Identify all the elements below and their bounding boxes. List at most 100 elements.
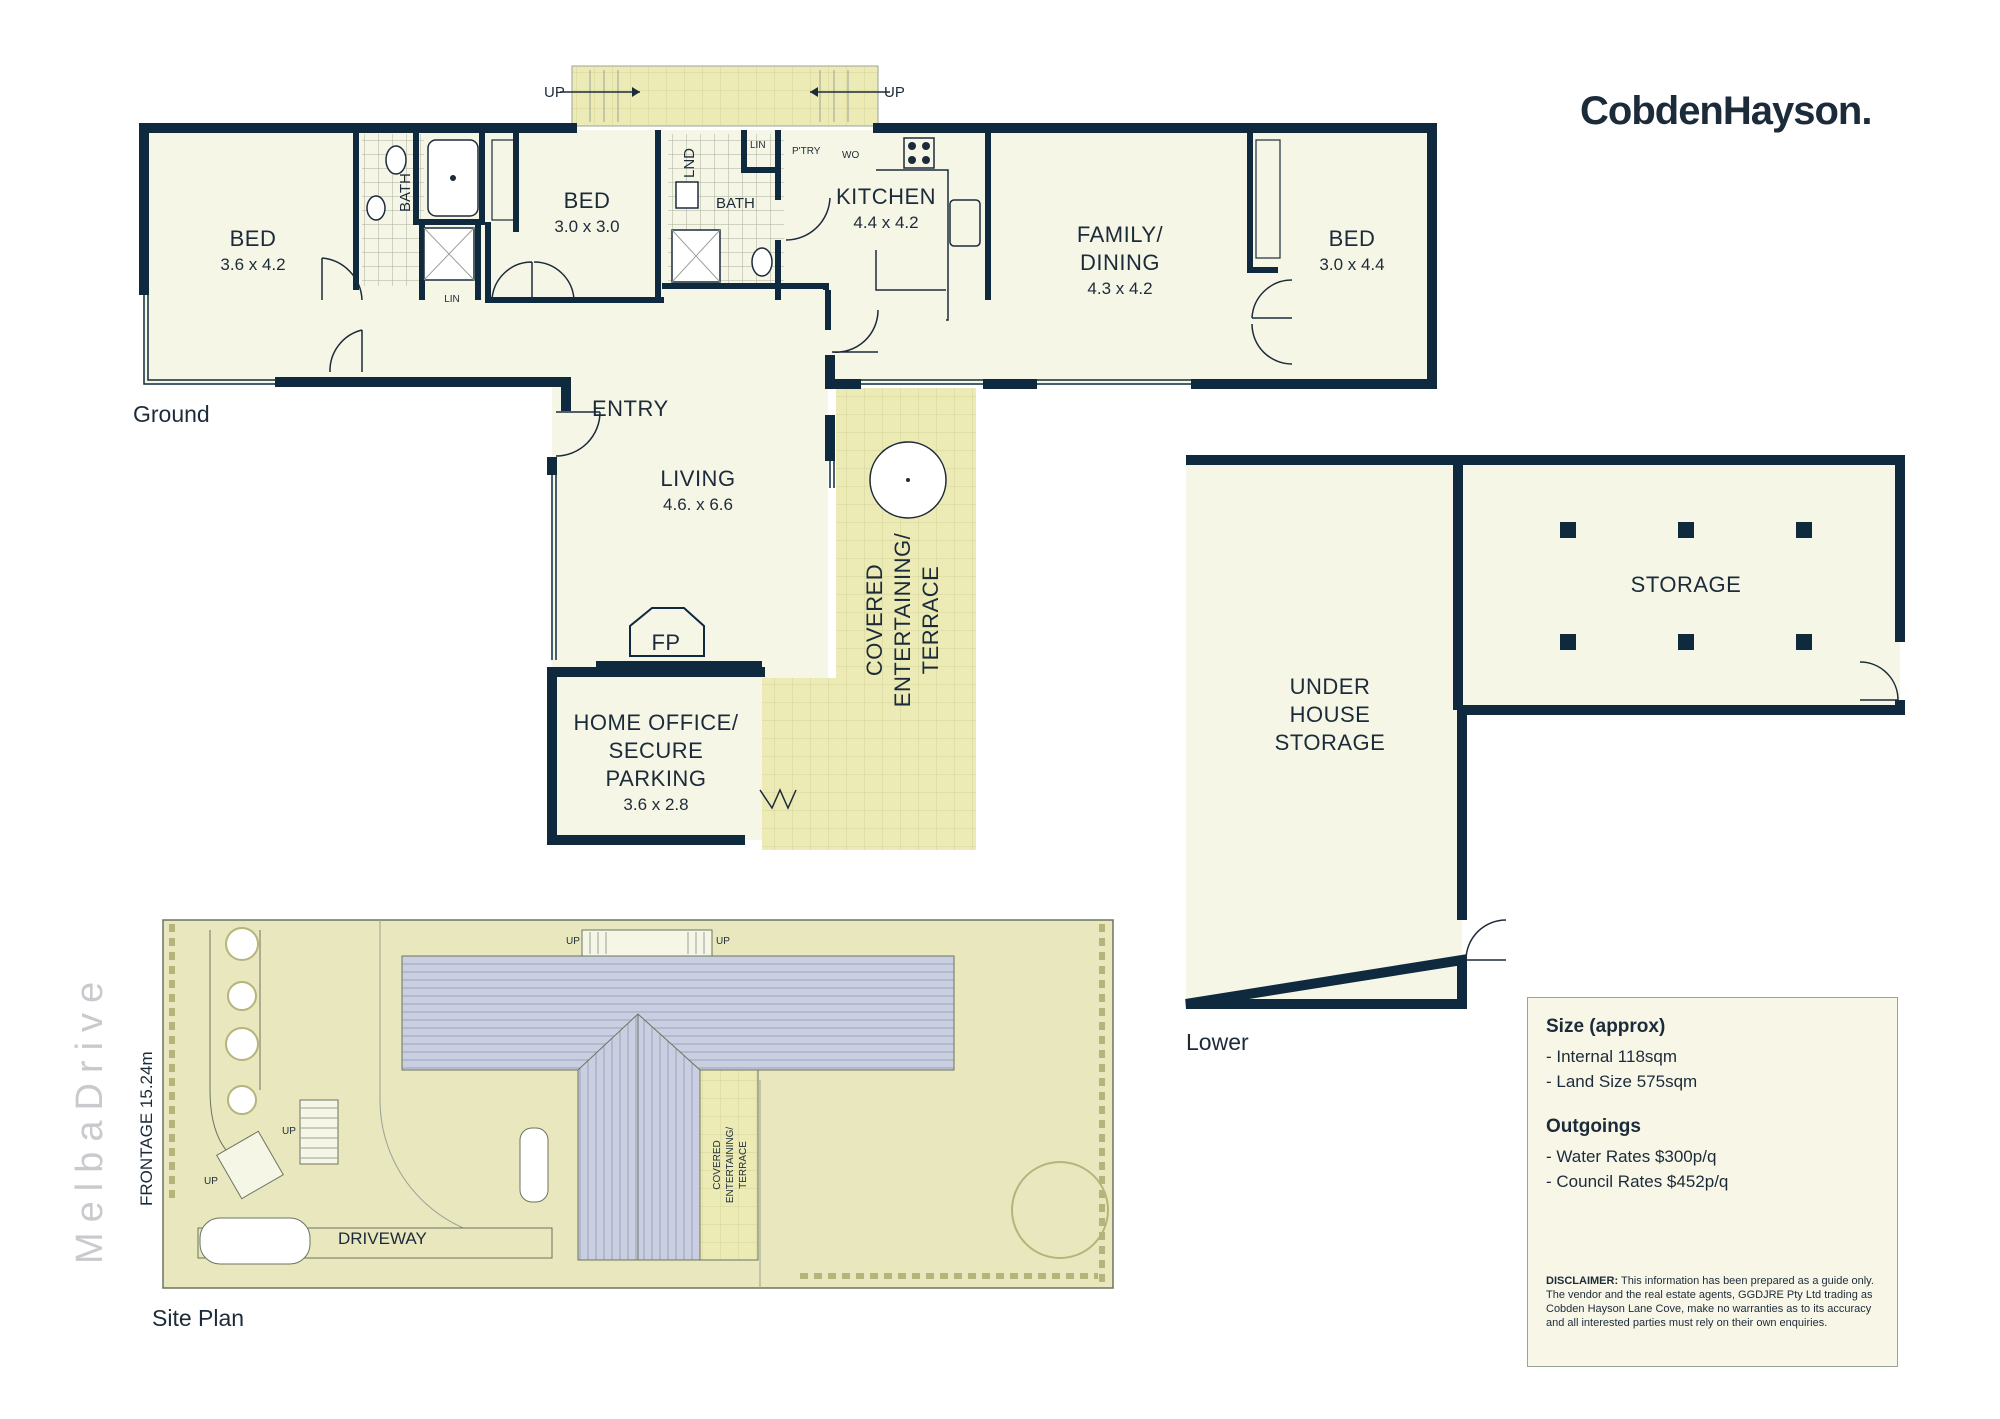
under-storage-label-2: HOUSE <box>1290 702 1371 727</box>
bed2-label: BED <box>564 188 611 213</box>
lin2-label: LIN <box>750 140 766 151</box>
trees <box>225 927 1109 1259</box>
office-dim: 3.6 x 2.8 <box>623 795 688 814</box>
door-bed1 <box>321 257 363 301</box>
wo-label: WO <box>842 150 859 161</box>
site-up-3: UP <box>282 1126 296 1137</box>
site-terrace-label-3: TERRACE <box>738 1141 749 1189</box>
family-label-2: DINING <box>1080 250 1160 275</box>
door-entry <box>555 411 601 457</box>
size-item: - Land Size 575sqm <box>1546 1072 1698 1091</box>
outgoings-heading: Outgoings <box>1546 1116 1641 1137</box>
site-stairs-2 <box>216 1130 284 1200</box>
site-caption: Site Plan <box>152 1305 244 1331</box>
door-bed1b <box>329 329 363 373</box>
office-label-1: HOME OFFICE/ <box>574 710 739 735</box>
site-up-2: UP <box>716 936 730 947</box>
bath2-label: BATH <box>716 195 755 212</box>
ground-caption: Ground <box>133 401 210 427</box>
door-lnd <box>785 197 831 241</box>
car-parked <box>519 1127 549 1203</box>
site-terrace-label-1: COVERED <box>712 1140 723 1189</box>
ground-floor-area <box>144 130 1432 840</box>
site-up-4: UP <box>204 1176 218 1187</box>
lnd-label: LND <box>681 148 698 178</box>
laundry-tub <box>675 181 699 209</box>
fireplace <box>629 607 705 657</box>
site-plan: UP UP UP UP COVERED ENTERTAINING/ TERRAC… <box>69 919 1114 1331</box>
office-door <box>759 788 797 810</box>
storage-posts <box>1560 522 1812 650</box>
family-dim: 4.3 x 4.2 <box>1087 279 1152 298</box>
property-info-box: Size (approx) - Internal 118sqm - Land S… <box>1527 997 1898 1367</box>
door-kitchen <box>831 309 879 353</box>
size-heading: Size (approx) <box>1546 1016 1666 1037</box>
driveway-label: DRIVEWAY <box>338 1229 427 1248</box>
door-bed2 <box>491 261 533 301</box>
bed2-dim: 3.0 x 3.0 <box>554 217 619 236</box>
disclaimer-label: DISCLAIMER: <box>1546 1275 1619 1287</box>
family-label-1: FAMILY/ <box>1077 222 1164 247</box>
living-label: LIVING <box>660 466 735 491</box>
under-storage-door <box>1465 919 1507 961</box>
lower-floor-area <box>1186 460 1900 1004</box>
disclaimer: DISCLAIMER: This information has been pr… <box>1546 1274 1876 1330</box>
under-storage-label-1: UNDER <box>1290 674 1371 699</box>
office-label-2: SECURE <box>609 738 704 763</box>
outgoing-item: - Water Rates $300p/q <box>1546 1147 1717 1166</box>
car-driveway <box>199 1217 311 1265</box>
site-stairs-1 <box>299 1099 339 1165</box>
ptry-label: P'TRY <box>792 146 821 157</box>
wardrobe-2 <box>1255 139 1281 259</box>
bed1-label: BED <box>230 226 277 251</box>
bath1-label: BATH <box>397 173 414 212</box>
ground-floor-plan: UP UP <box>133 65 1437 850</box>
size-list: - Internal 118sqm - Land Size 575sqm <box>1546 1044 1879 1094</box>
site-front-stairs <box>581 929 713 957</box>
kitchen-label: KITCHEN <box>836 184 936 209</box>
stairs-up-label-left: UP <box>544 84 565 101</box>
site-up-1: UP <box>566 936 580 947</box>
site-terrace <box>699 1069 759 1261</box>
hedge <box>169 924 1105 1284</box>
kitchen-bench <box>875 169 949 321</box>
bed3-dim: 3.0 x 4.4 <box>1319 255 1384 274</box>
frontage-label: FRONTAGE 15.24m <box>137 1051 156 1206</box>
bed1-dim: 3.6 x 4.2 <box>220 255 285 274</box>
stairs-up-label-right: UP <box>884 84 905 101</box>
toilet-2 <box>751 247 773 277</box>
street-name: MelbaDrive <box>69 972 111 1264</box>
kitchen-sink <box>949 199 981 247</box>
disclaimer-text: This information has been prepared as a … <box>1546 1275 1874 1329</box>
storage-door <box>1859 661 1899 701</box>
front-stairs <box>571 65 879 127</box>
door-bed3b <box>1251 323 1293 365</box>
entry-label: ENTRY <box>592 396 669 421</box>
office-terrace-area <box>762 678 976 850</box>
office-label-3: PARKING <box>606 766 707 791</box>
basin-1 <box>366 195 386 221</box>
outgoings-list: - Water Rates $300p/q - Council Rates $4… <box>1546 1144 1879 1194</box>
terrace-label-3: TERRACE <box>918 566 943 675</box>
site-terrace-label-2: ENTERTAINING/ <box>725 1127 736 1204</box>
size-item: - Internal 118sqm <box>1546 1047 1678 1066</box>
terrace-label-1: COVERED <box>862 564 887 676</box>
kitchen-dim: 4.4 x 4.2 <box>853 213 918 232</box>
door-bed3 <box>1251 279 1293 319</box>
lower-caption: Lower <box>1186 1029 1249 1055</box>
outgoing-item: - Council Rates $452p/q <box>1546 1172 1729 1191</box>
living-dim: 4.6. x 6.6 <box>663 495 733 514</box>
fp-label: FP <box>651 630 680 655</box>
lower-floor-plan: STORAGE UNDER HOUSE STORAGE Lower <box>1185 455 1905 1055</box>
lin1-label: LIN <box>444 294 460 305</box>
cooktop <box>903 137 935 169</box>
storage-label: STORAGE <box>1631 572 1742 597</box>
terrace-label-2: ENTERTAINING/ <box>890 532 915 707</box>
toilet-1 <box>385 145 407 175</box>
wardrobe-1 <box>491 139 515 221</box>
under-storage-label-3: STORAGE <box>1275 730 1386 755</box>
brand-logo: CobdenHayson. <box>1580 89 1871 133</box>
door-bed2b <box>533 261 575 301</box>
